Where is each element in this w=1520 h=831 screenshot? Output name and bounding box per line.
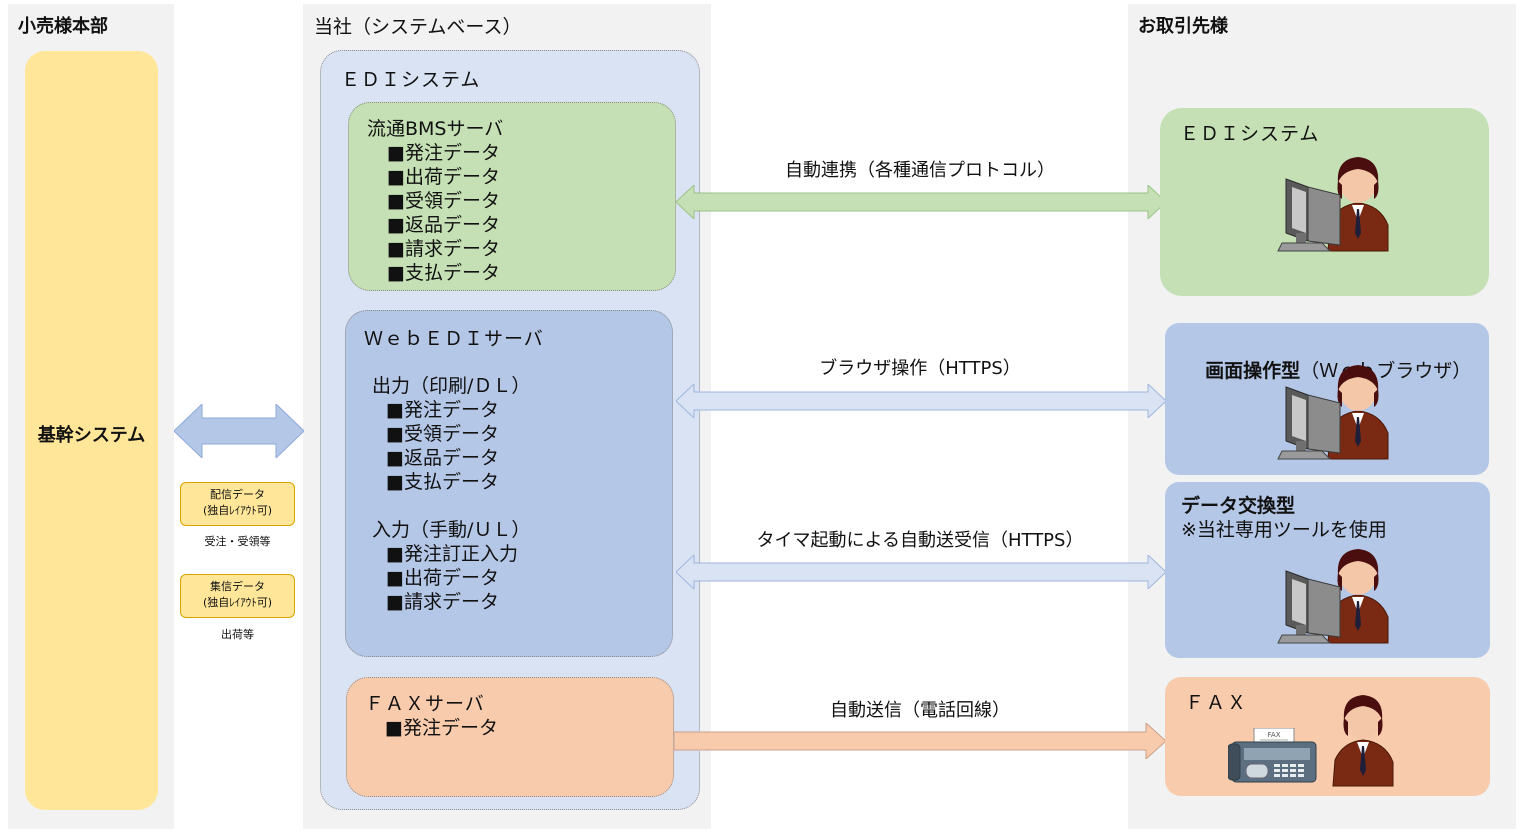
list-item: ■受領データ	[386, 423, 499, 445]
webedi-output-items: ■発注データ ■受領データ ■返品データ ■支払データ	[386, 398, 499, 494]
list-item: ■支払データ	[386, 471, 499, 493]
person-icon	[1332, 695, 1394, 787]
partner-exchange-title: データ交換型	[1181, 495, 1296, 517]
bms-server-box: 流通BMSサーバ ■発注データ ■出荷データ ■受領データ ■返品データ ■請求…	[348, 102, 676, 291]
fax-machine-icon: FAX	[1228, 728, 1317, 783]
partner-edi-title: ＥＤＩシステム	[1180, 123, 1320, 145]
auto-link-arrow	[676, 185, 1166, 219]
webedi-input-title: 入力（手動/ＵＬ）	[372, 519, 531, 541]
browser-op-arrow	[676, 384, 1166, 418]
operator-at-computer-icon	[1277, 549, 1389, 644]
operator-at-computer-icon	[1277, 157, 1389, 252]
outbound-data-tag-line1: 配信データ	[210, 488, 265, 501]
list-item: ■発注訂正入力	[386, 543, 518, 565]
list-item: ■出荷データ	[386, 567, 499, 589]
inbound-data-tag-line2: (独自ﾚｲｱｳﾄ可)	[202, 596, 273, 609]
list-item: ■出荷データ	[387, 166, 500, 188]
list-item: ■請求データ	[386, 591, 499, 613]
auto-link-label: 自動連携（各種通信プロトコル）	[785, 160, 1055, 181]
list-item: ■返品データ	[386, 447, 499, 469]
list-item: ■支払データ	[387, 262, 500, 284]
partner-exchange-box: データ交換型 ※当社専用ツールを使用	[1165, 482, 1490, 658]
fax-server-title: ＦＡＸサーバ	[365, 693, 485, 715]
retail-column-title: 小売様本部	[18, 16, 108, 37]
webedi-input-items: ■発注訂正入力 ■出荷データ ■請求データ	[386, 542, 518, 614]
list-item: ■受領データ	[387, 190, 500, 212]
fax-send-label: 自動送信（電話回線）	[830, 700, 1010, 721]
browser-op-label: ブラウザ操作（HTTPS）	[819, 358, 1021, 379]
list-item: ■発注データ	[385, 717, 498, 739]
edi-system-title: ＥＤＩシステム	[341, 69, 481, 91]
outbound-data-tag: 配信データ (独自ﾚｲｱｳﾄ可)	[180, 482, 295, 526]
fax-send-arrow	[674, 723, 1166, 759]
bms-server-items: ■発注データ ■出荷データ ■受領データ ■返品データ ■請求データ ■支払デー…	[387, 141, 500, 285]
list-item: ■返品データ	[387, 214, 500, 236]
list-item: ■発注データ	[387, 142, 500, 164]
partner-browser-title-main: 画面操作型	[1205, 360, 1301, 382]
bms-server-title: 流通BMSサーバ	[367, 118, 504, 140]
fax-paper-label: FAX	[1268, 731, 1281, 739]
core-edi-double-arrow	[174, 404, 304, 458]
partner-exchange-subtitle: ※当社専用ツールを使用	[1181, 519, 1387, 541]
partner-fax-box: ＦＡＸ	[1165, 677, 1490, 796]
core-system-label: 基幹システム	[37, 425, 146, 446]
timer-transfer-arrow	[676, 555, 1166, 589]
fax-server-box: ＦＡＸサーバ ■発注データ	[346, 677, 674, 797]
list-item: ■請求データ	[387, 238, 500, 260]
outbound-data-caption: 受注・受領等	[204, 535, 271, 548]
inbound-data-caption: 出荷等	[221, 628, 254, 641]
webedi-server-title: ＷｅｂＥＤＩサーバ	[364, 328, 544, 350]
inbound-data-tag-line1: 集信データ	[210, 580, 265, 593]
operator-at-computer-icon	[1277, 365, 1389, 460]
core-system-box: 基幹システム	[25, 51, 158, 810]
partner-fax-title: ＦＡＸ	[1185, 692, 1249, 714]
list-item: ■発注データ	[386, 399, 499, 421]
webedi-output-title: 出力（印刷/ＤＬ）	[372, 375, 531, 397]
partner-column-title: お取引先様	[1138, 16, 1228, 37]
inbound-data-tag: 集信データ (独自ﾚｲｱｳﾄ可)	[180, 574, 295, 618]
webedi-server-box: ＷｅｂＥＤＩサーバ 出力（印刷/ＤＬ） ■発注データ ■受領データ ■返品データ…	[345, 310, 673, 657]
timer-transfer-label: タイマ起動による自動送受信（HTTPS）	[756, 530, 1084, 551]
company-column-title: 当社（システムベース）	[314, 16, 522, 38]
outbound-data-tag-line2: (独自ﾚｲｱｳﾄ可)	[202, 504, 273, 517]
